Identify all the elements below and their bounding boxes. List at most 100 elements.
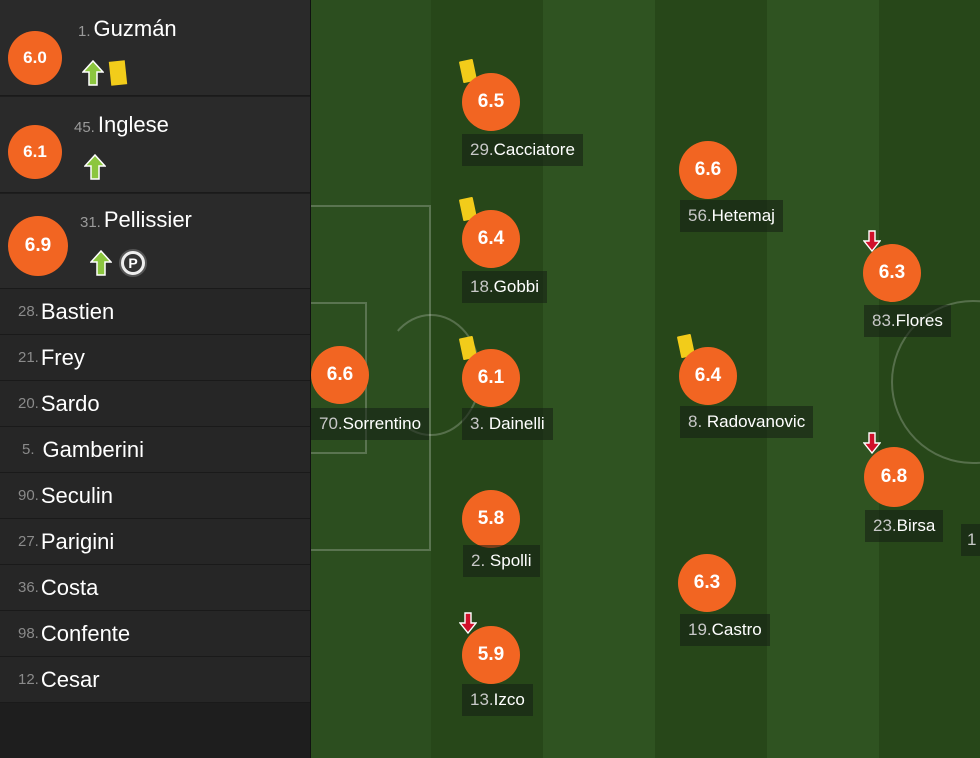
rating-badge: 6.9 — [8, 216, 68, 276]
player-name-text: Gamberini — [42, 436, 144, 462]
shirt-number: 70. — [319, 414, 343, 433]
rating-badge: 6.3 — [863, 244, 921, 302]
svg-text:P: P — [128, 255, 137, 271]
player-label: 18.Gobbi — [462, 271, 548, 303]
player-name: 31.Pellissier — [80, 207, 192, 233]
rating-badge: 6.1 — [8, 125, 62, 179]
shirt-number: 83. — [872, 311, 896, 330]
player-name-text: Hetemaj — [711, 206, 775, 225]
shirt-number: 12. — [18, 671, 39, 688]
shirt-number: 2. — [471, 551, 490, 570]
shirt-number: 29. — [470, 140, 494, 159]
up-arrow-icon — [84, 154, 106, 180]
shirt-number: 18. — [470, 277, 494, 296]
rating-badge: 6.6 — [311, 346, 369, 404]
up-arrow-icon — [90, 250, 112, 276]
player-name-text: Bastien — [40, 298, 115, 324]
rating-badge: 6.3 — [678, 554, 736, 612]
player-label: 23.Birsa — [865, 510, 944, 542]
down-arrow-icon — [459, 612, 477, 634]
player-label: 70.Sorrentino — [311, 408, 430, 440]
shirt-number: 19. — [688, 620, 712, 639]
player-name-text: Inglese — [97, 112, 169, 137]
player-name-text: Guzmán — [93, 16, 177, 41]
rating-badge: 5.8 — [462, 490, 520, 548]
player-name-text: Gobbi — [493, 277, 540, 296]
player-name-text: Sardo — [40, 390, 100, 416]
player-label: 29.Cacciatore — [462, 134, 583, 166]
player-name-text: Pellissier — [103, 207, 192, 232]
yellow-card-icon — [108, 60, 128, 86]
player-name-text: Izco — [493, 690, 525, 709]
rating-badge: 6.4 — [462, 210, 520, 268]
rating-badge: 5.9 — [462, 626, 520, 684]
down-arrow-icon — [863, 432, 881, 454]
shirt-number: 3. — [470, 414, 489, 433]
bench-player-row[interactable]: 36.Costa — [0, 565, 310, 611]
bench-player-row[interactable]: 12.Cesar — [0, 657, 310, 703]
rating-badge: 6.8 — [864, 447, 924, 507]
shirt-number: 1 — [967, 530, 977, 549]
shirt-number: 5. — [22, 441, 35, 458]
bench-player-row[interactable]: 27.Parigini — [0, 519, 310, 565]
player-label: 13.Izco — [462, 684, 533, 716]
player-name-text: Seculin — [40, 482, 114, 508]
pitch: 6.6 70.Sorrentino 6.5 29.Cacciatore 6.4 … — [311, 0, 980, 758]
substitute-row[interactable]: 6.1 45.Inglese — [0, 97, 310, 193]
player-name-text: Dainelli — [488, 414, 545, 433]
player-label: 19.Castro — [680, 614, 770, 646]
pitch-stripe — [767, 0, 879, 758]
shirt-number: 98. — [18, 625, 39, 642]
rating-badge: 6.5 — [462, 73, 520, 131]
up-arrow-icon — [82, 60, 104, 86]
rating-badge: 6.0 — [8, 31, 62, 85]
player-name-text: Confente — [40, 620, 131, 646]
rating-badge: 6.4 — [679, 347, 737, 405]
substitute-row[interactable]: 6.0 1.Guzmán — [0, 0, 310, 96]
shirt-number: 45. — [74, 119, 95, 136]
down-arrow-icon — [863, 230, 881, 252]
player-name: 1.Guzmán — [78, 16, 177, 42]
player-name: 45.Inglese — [74, 112, 169, 138]
player-label: 56.Hetemaj — [680, 200, 783, 232]
player-name-text: Frey — [40, 344, 85, 370]
lineup-sidebar: 6.0 1.Guzmán 6.1 45.Inglese 6.9 31.Pelli… — [0, 0, 311, 758]
shirt-number: 31. — [80, 214, 101, 231]
bench-player-row[interactable]: 90.Seculin — [0, 473, 310, 519]
rating-badge: 6.1 — [462, 349, 520, 407]
player-name-text: Birsa — [896, 516, 936, 535]
player-label: 8. Radovanovic — [680, 406, 814, 438]
shirt-number: 1. — [78, 23, 91, 40]
player-name-text: Flores — [895, 311, 943, 330]
player-name-text: Castro — [711, 620, 762, 639]
bench-player-row[interactable]: 20.Sardo — [0, 381, 310, 427]
bench-player-row[interactable]: 5. Gamberini — [0, 427, 310, 473]
shirt-number: 27. — [18, 533, 39, 550]
shirt-number: 21. — [18, 349, 39, 366]
shirt-number: 13. — [470, 690, 494, 709]
shirt-number: 90. — [18, 487, 39, 504]
rating-badge: 6.6 — [679, 141, 737, 199]
bench-player-row[interactable]: 21.Frey — [0, 335, 310, 381]
shirt-number: 23. — [873, 516, 897, 535]
player-label: 1 — [961, 524, 980, 556]
shirt-number: 28. — [18, 303, 39, 320]
player-name-text: Cacciatore — [493, 140, 575, 159]
shirt-number: 8. — [688, 412, 707, 431]
substitute-row[interactable]: 6.9 31.Pellissier P — [0, 194, 310, 289]
player-label: 83.Flores — [864, 305, 951, 337]
bench-player-row[interactable]: 98.Confente — [0, 611, 310, 657]
player-name-text: Costa — [40, 574, 99, 600]
shirt-number: 36. — [18, 579, 39, 596]
bench-player-row[interactable]: 28.Bastien — [0, 289, 310, 335]
penalty-icon: P — [119, 249, 147, 277]
shirt-number: 56. — [688, 206, 712, 225]
player-label: 2. Spolli — [463, 545, 540, 577]
player-name-text: Spolli — [489, 551, 532, 570]
shirt-number: 20. — [18, 395, 39, 412]
player-name-text: Radovanovic — [706, 412, 806, 431]
player-name-text: Parigini — [40, 528, 115, 554]
player-label: 3. Dainelli — [462, 408, 553, 440]
pitch-stripe — [543, 0, 655, 758]
player-name-text: Cesar — [40, 666, 100, 692]
